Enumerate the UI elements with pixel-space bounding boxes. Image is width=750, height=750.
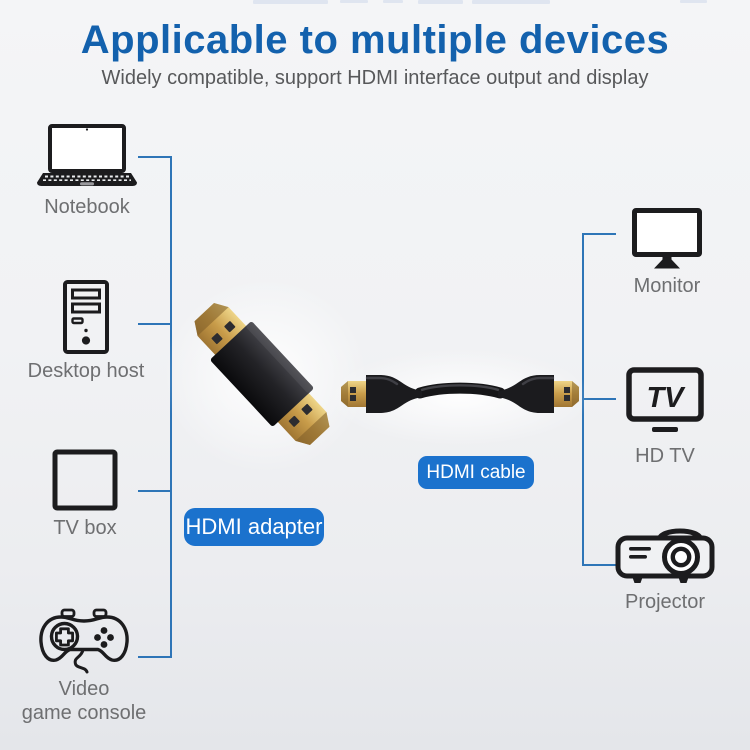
device-label-game-console: Video game console [22, 678, 147, 725]
cropped-banner-artifact [418, 0, 463, 4]
hd-tv-connector-line [583, 398, 616, 400]
cropped-banner-artifact [340, 0, 368, 3]
cropped-banner-artifact [253, 0, 328, 4]
device-projector: Projector [590, 519, 740, 615]
tv-box-icon [52, 449, 118, 511]
device-label-game-console-line1: Video [58, 678, 110, 700]
device-game-console: Video game console [9, 607, 159, 725]
game-console-icon [37, 607, 131, 675]
monitor-connector-line [583, 233, 616, 235]
device-notebook: Notebook [12, 124, 162, 220]
hdmi-cable-badge: HDMI cable [418, 456, 534, 489]
projector-connector-line [583, 564, 616, 566]
cropped-banner-artifact [383, 0, 403, 3]
device-hd-tv: TV HD TV [590, 367, 740, 469]
cropped-banner-artifact [680, 0, 707, 3]
device-label-projector: Projector [624, 591, 706, 613]
device-label-notebook: Notebook [44, 196, 130, 218]
hdmi-adapter-badge: HDMI adapter [184, 508, 324, 546]
game-console-connector-line [138, 656, 171, 658]
hdmi-adapter-photo [175, 287, 350, 467]
device-label-desktop-host: Desktop host [27, 360, 145, 382]
projector-icon [615, 519, 715, 588]
tv-box-connector-line [138, 490, 171, 492]
device-monitor: Monitor [592, 208, 742, 299]
hd-tv-icon: TV [626, 367, 704, 437]
notebook-icon [36, 124, 138, 190]
device-label-tv-box: TV box [53, 517, 117, 539]
device-label-monitor: Monitor [633, 275, 701, 297]
desktop-host-connector-line [138, 323, 171, 325]
device-label-game-console-line2: game console [21, 701, 147, 724]
device-tv-box: TV box [10, 449, 160, 541]
hdmi-cable-photo [336, 356, 584, 445]
page-title: Applicable to multiple devices [80, 18, 670, 62]
hd-tv-icon-text: TV [646, 382, 686, 414]
monitor-icon [632, 208, 702, 269]
device-desktop-host: Desktop host [11, 280, 161, 384]
device-label-hd-tv: HD TV [635, 445, 695, 467]
page-subtitle: Widely compatible, support HDMI interfac… [101, 67, 649, 89]
cropped-banner-artifact [472, 0, 550, 4]
desktop-host-icon [63, 280, 109, 354]
notebook-connector-line [138, 156, 171, 158]
